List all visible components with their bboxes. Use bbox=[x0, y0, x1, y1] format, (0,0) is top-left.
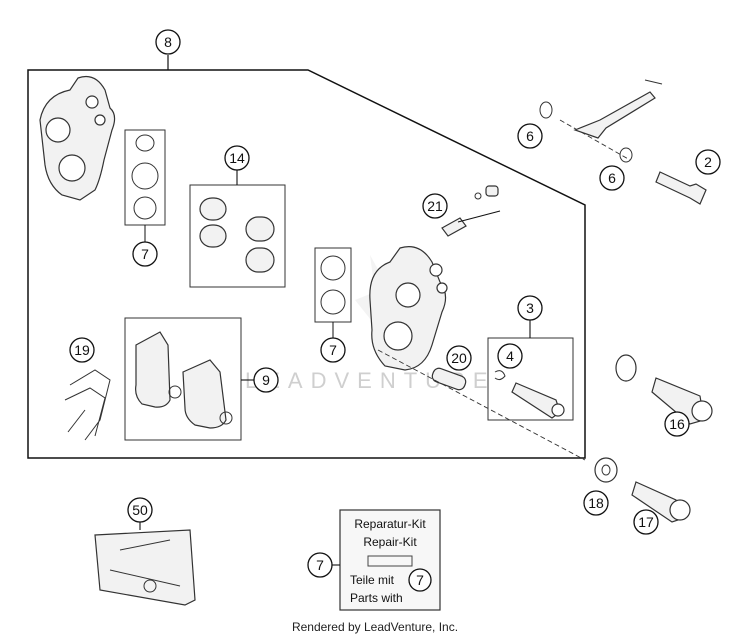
piston-seals-2 bbox=[320, 255, 346, 315]
ktm-logo bbox=[367, 555, 413, 567]
repair-kit-line3: Teile mit bbox=[350, 573, 395, 587]
bolt-16 bbox=[615, 354, 713, 425]
callout-2: 2 bbox=[695, 149, 721, 175]
callout-7-kit-inner: 7 bbox=[408, 568, 432, 592]
repair-kit-card: Reparatur-Kit Repair-Kit Teile mit Parts… bbox=[339, 509, 441, 611]
guide-pin-clip bbox=[494, 370, 506, 381]
callout-4: 4 bbox=[497, 343, 523, 369]
callout-7-seals-2: 7 bbox=[320, 337, 346, 363]
callout-14: 14 bbox=[224, 145, 250, 171]
callout-21: 21 bbox=[422, 193, 448, 219]
mounting-bracket-bolt bbox=[539, 79, 707, 205]
callout-50: 50 bbox=[127, 497, 153, 523]
callout-18: 18 bbox=[583, 490, 609, 516]
washer-18 bbox=[594, 457, 618, 483]
caliper-tool-50 bbox=[94, 529, 196, 606]
callout-label: 3 bbox=[526, 300, 534, 316]
callout-label: 8 bbox=[164, 34, 172, 50]
callout-label: 19 bbox=[74, 342, 90, 358]
repair-kit-line2: Repair-Kit bbox=[363, 535, 417, 549]
callout-20: 20 bbox=[446, 345, 472, 371]
footer-credit: Rendered by LeadVenture, Inc. bbox=[291, 620, 459, 634]
caliper-housing-left bbox=[39, 75, 116, 201]
callout-9: 9 bbox=[253, 367, 279, 393]
assembly-axis bbox=[377, 349, 586, 461]
pistons bbox=[199, 197, 275, 273]
bolt-17 bbox=[631, 481, 691, 523]
callout-label: 6 bbox=[526, 128, 534, 144]
callout-label: 4 bbox=[506, 348, 514, 364]
callout-label: 9 bbox=[262, 372, 270, 388]
assembly-axis-2 bbox=[559, 119, 631, 161]
callout-label: 2 bbox=[704, 154, 712, 170]
callout-label: 6 bbox=[608, 170, 616, 186]
caliper-housing-right bbox=[369, 246, 448, 371]
pad-spring bbox=[64, 369, 111, 441]
guide-pin bbox=[511, 382, 565, 419]
callout-label: 20 bbox=[451, 350, 467, 366]
bleed-screw bbox=[441, 185, 499, 237]
callout-label: 7 bbox=[329, 342, 337, 358]
repair-kit-line4: Parts with bbox=[350, 591, 403, 605]
brake-pads bbox=[135, 331, 233, 429]
callout-label: 21 bbox=[427, 198, 443, 214]
repair-kit-line1: Reparatur-Kit bbox=[354, 517, 426, 531]
callout-label: 17 bbox=[638, 514, 654, 530]
callout-6-lower: 6 bbox=[599, 165, 625, 191]
callout-7-seals: 7 bbox=[132, 241, 158, 267]
callout-label: 7 bbox=[141, 246, 149, 262]
callout-19: 19 bbox=[69, 337, 95, 363]
callout-label: 7 bbox=[416, 572, 424, 588]
piston-seals bbox=[131, 134, 159, 220]
callout-label: 18 bbox=[588, 495, 604, 511]
callout-label: 16 bbox=[669, 416, 685, 432]
callout-8: 8 bbox=[155, 29, 181, 55]
callout-label: 7 bbox=[316, 557, 324, 573]
callout-7-kit: 7 bbox=[307, 552, 333, 578]
callout-17: 17 bbox=[633, 509, 659, 535]
pin-20 bbox=[431, 367, 467, 391]
leader-line bbox=[457, 210, 501, 223]
callout-16: 16 bbox=[664, 411, 690, 437]
brake-pads-box bbox=[124, 317, 242, 441]
callout-6-upper: 6 bbox=[517, 123, 543, 149]
caliper-assembly-outline bbox=[27, 69, 586, 459]
callout-label: 14 bbox=[229, 150, 245, 166]
callout-label: 50 bbox=[132, 502, 148, 518]
callout-3: 3 bbox=[517, 295, 543, 321]
